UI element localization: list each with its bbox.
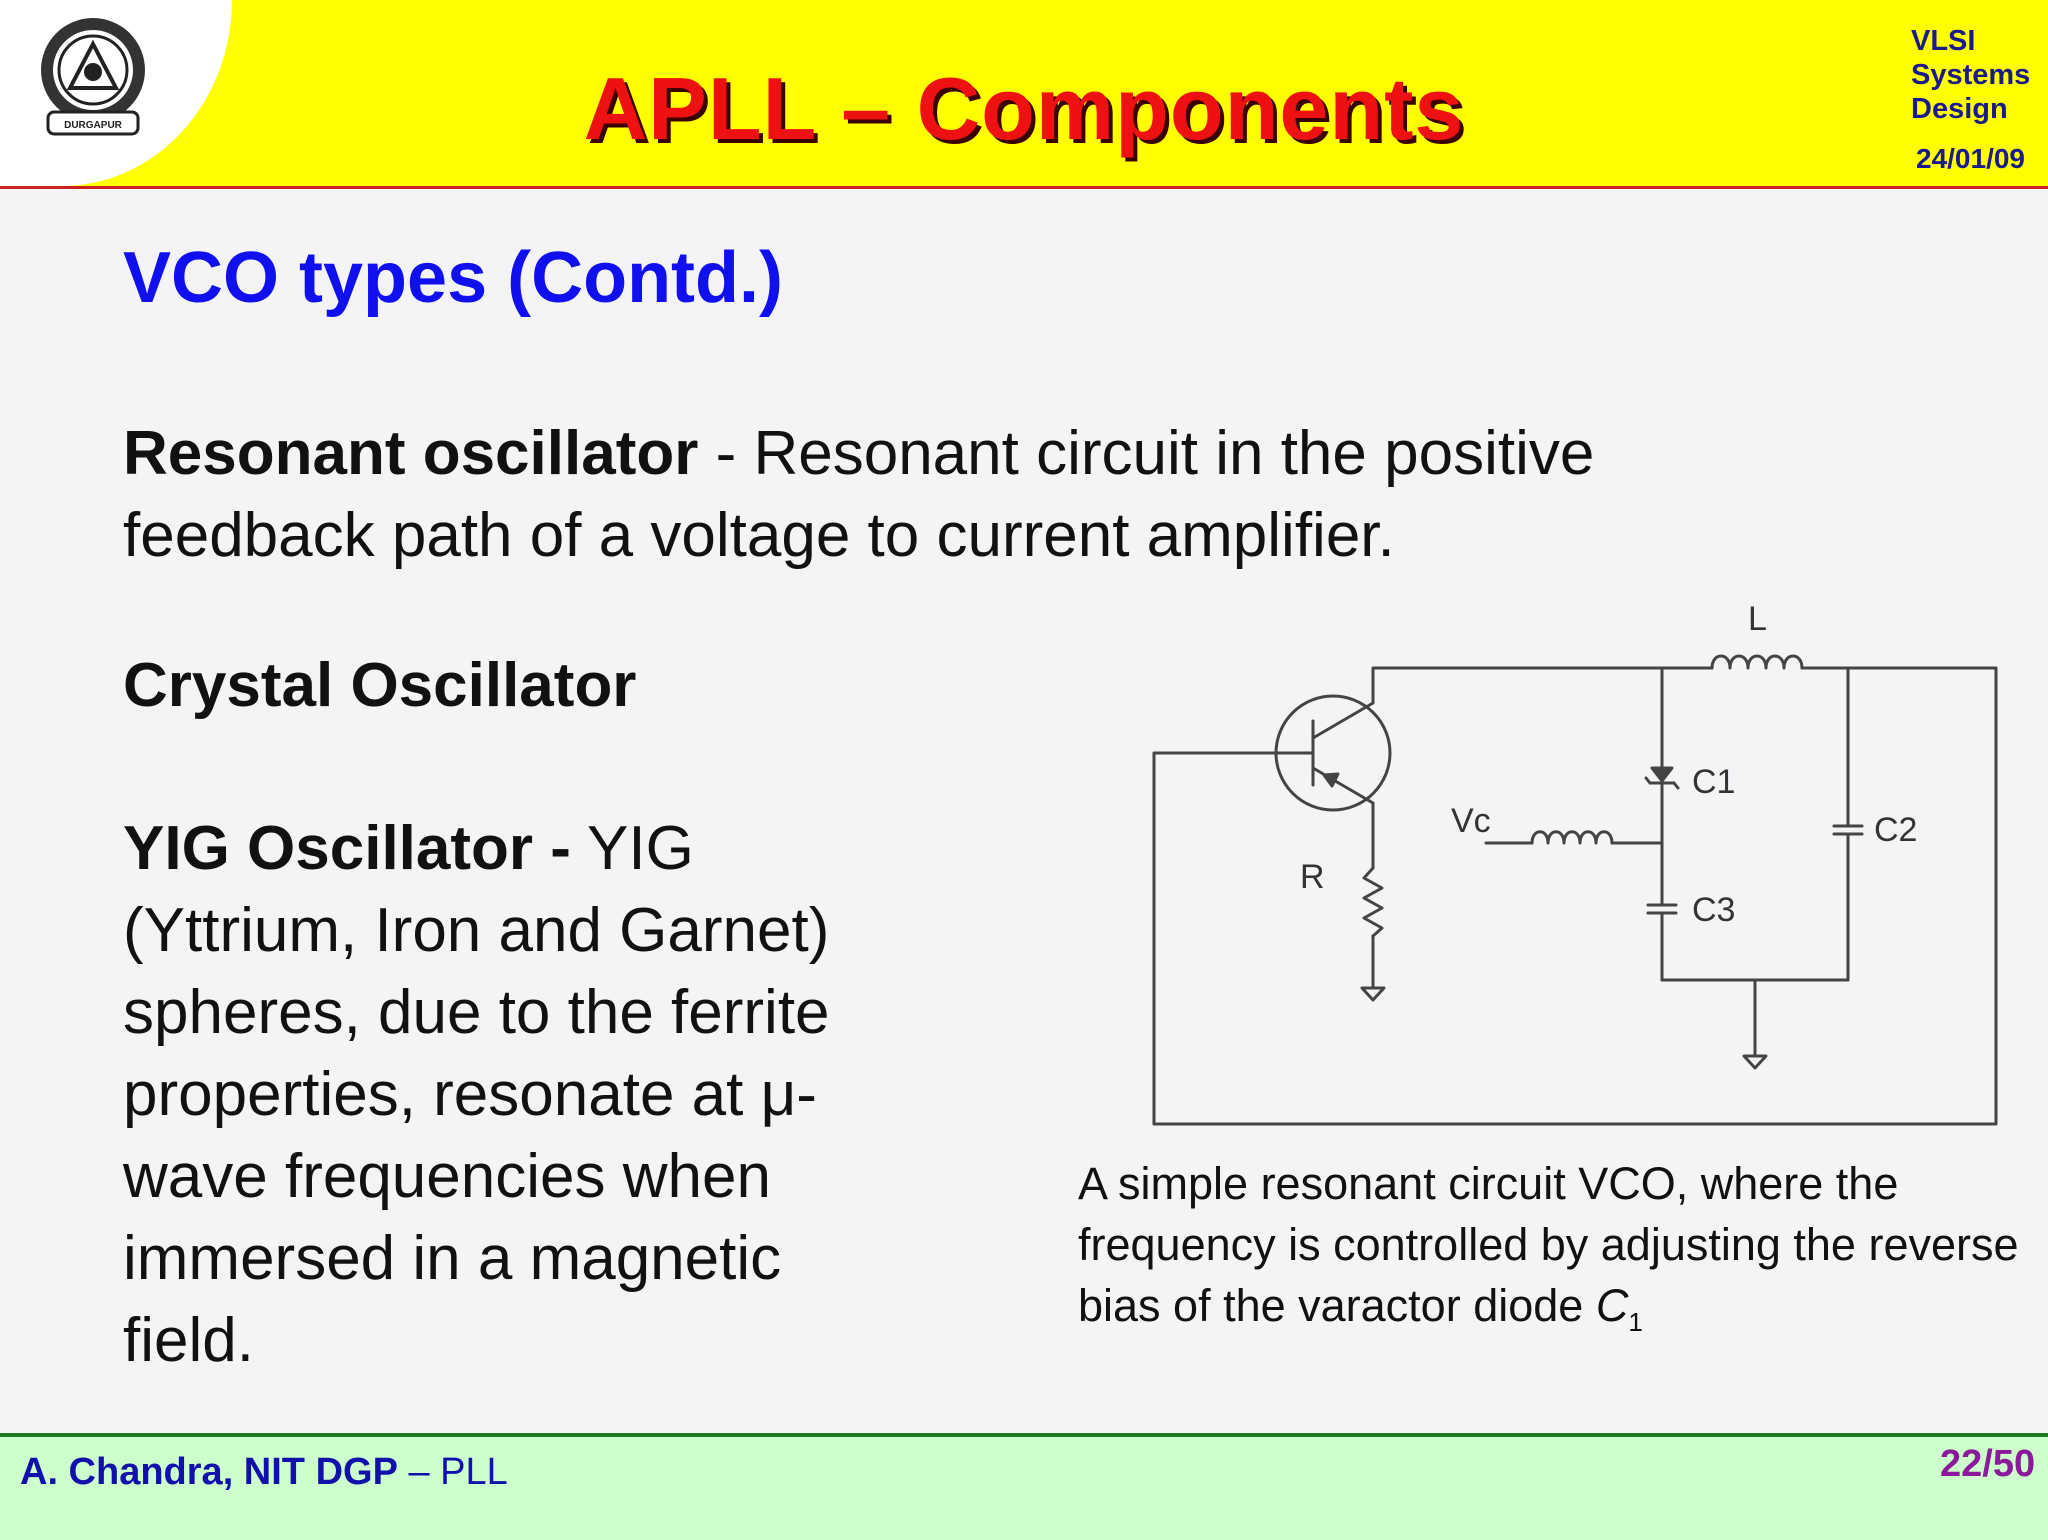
control-inductor-icon: [1530, 830, 1614, 845]
slide-title: APLL – Components: [583, 59, 1465, 158]
caption-text: A simple resonant circuit VCO, where the…: [1078, 1158, 2019, 1331]
course-name-line-3: Design: [1911, 93, 2008, 125]
page-number: 22/50: [1940, 1443, 2036, 1485]
footer-author: A. Chandra, NIT DGP – PLL: [20, 1451, 508, 1494]
logo-caption: DURGAPUR: [64, 120, 123, 131]
label-l: L: [1748, 600, 1767, 638]
ground-icon-left: [1360, 986, 1386, 1002]
resonant-oscillator-description: - Resonant circuit in the positive feedb…: [123, 419, 1595, 570]
resonant-oscillator-paragraph: Resonant oscillator - Resonant circuit i…: [123, 413, 1763, 577]
yig-oscillator-term: YIG Oscillator -: [123, 814, 571, 883]
footer-author-name: A. Chandra, NIT DGP: [20, 1451, 398, 1493]
course-name: VLSI Systems Design: [1911, 24, 2048, 126]
resistor-r-icon: [1362, 866, 1384, 938]
ground-icon-right: [1742, 1054, 1768, 1070]
resonant-oscillator-term: Resonant oscillator: [123, 419, 699, 488]
inductor-l-icon: [1710, 654, 1804, 670]
footer-topic: PLL: [440, 1451, 508, 1493]
course-name-line-2: Systems: [1911, 59, 2031, 91]
footer-separator: –: [397, 1451, 441, 1493]
title-bar: DURGAPUR APLL – Components VLSI Systems …: [0, 0, 2048, 189]
transistor-icon: [1274, 694, 1392, 812]
label-r: R: [1300, 858, 1325, 896]
crystal-oscillator-term: Crystal Oscillator: [123, 651, 637, 720]
footer-bar: [0, 1433, 2048, 1540]
institute-seal-icon: DURGAPUR: [41, 18, 145, 136]
collector-wire: [1371, 666, 1714, 705]
label-vc: Vc: [1451, 802, 1491, 840]
section-heading: VCO types (Contd.): [123, 238, 783, 318]
slide-date: 24/01/09: [1916, 143, 2025, 174]
label-c3: C3: [1692, 891, 1735, 929]
caption-subscript: 1: [1628, 1307, 1643, 1337]
yig-oscillator-paragraph: YIG Oscillator - YIG (Yttrium, Iron and …: [123, 808, 923, 1382]
label-c2: C2: [1874, 811, 1917, 849]
course-name-line-1: VLSI: [1911, 25, 1976, 57]
label-c1: C1: [1692, 763, 1735, 801]
yig-oscillator-description: YIG (Yttrium, Iron and Garnet) spheres, …: [123, 814, 830, 1375]
caption-variable: C: [1595, 1280, 1629, 1331]
vco-circuit-diagram: L C1 C2 C3 Vc R: [1152, 600, 1998, 1126]
figure-caption: A simple resonant circuit VCO, where the…: [1078, 1153, 2038, 1353]
feedback-wire: [1152, 666, 1998, 1126]
slide-body: [0, 189, 2048, 1433]
